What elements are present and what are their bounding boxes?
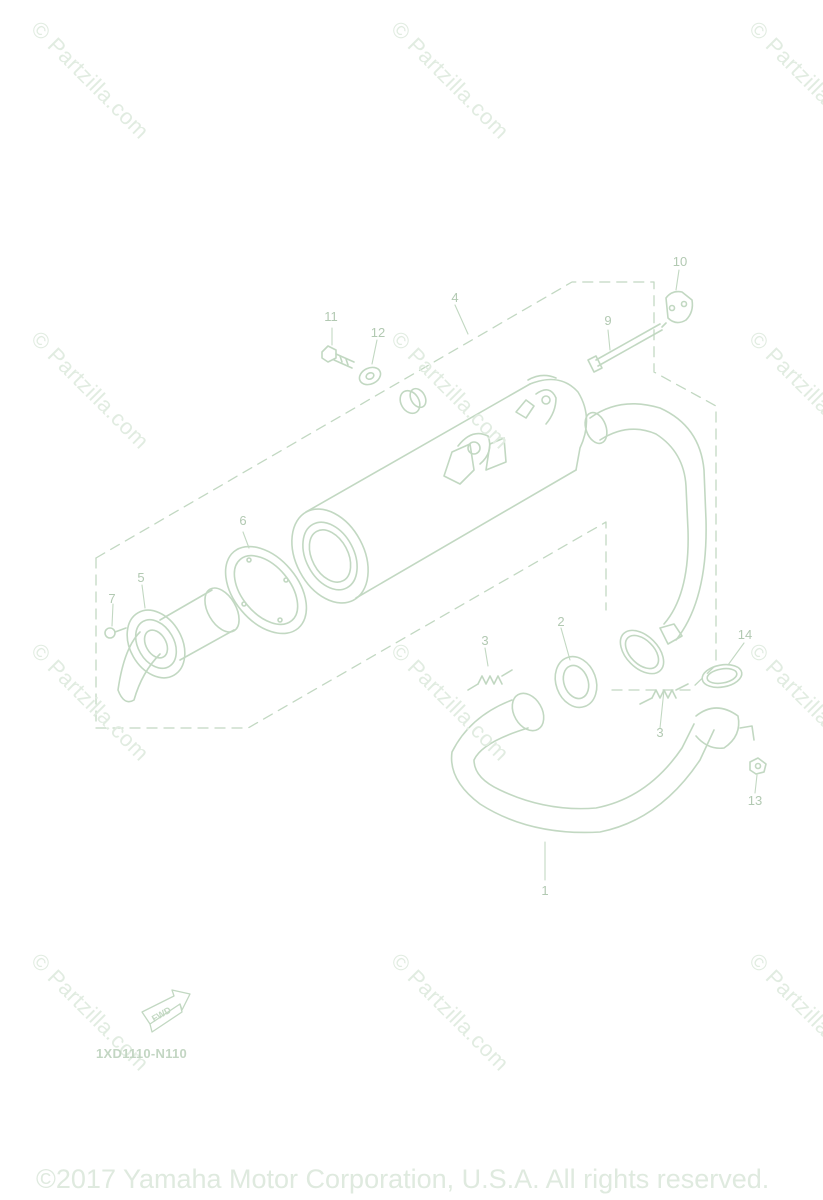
callout-12: 12 <box>370 325 386 340</box>
part-6-gasket <box>224 545 308 635</box>
mid-pipe <box>584 402 707 675</box>
callout-7: 7 <box>108 591 116 606</box>
copyright-notice: ©2017 Yamaha Motor Corporation, U.S.A. A… <box>36 1164 770 1194</box>
callout-2: 2 <box>557 614 565 629</box>
grommet <box>399 387 427 415</box>
callout-13: 13 <box>747 793 763 808</box>
diagram-code: 1XD1110-N110 <box>96 1046 188 1061</box>
part-11-bolt <box>321 345 355 369</box>
part-1-exhaust-pipe <box>450 692 755 834</box>
part-5-tailpipe <box>117 587 240 703</box>
callout-14: 14 <box>737 627 753 642</box>
callout-9: 9 <box>604 313 612 328</box>
callout-4: 4 <box>451 290 459 305</box>
leader-lines <box>111 269 758 881</box>
callout-5: 5 <box>137 570 145 585</box>
part-9-collar <box>587 322 667 373</box>
part-10-damper <box>665 290 694 324</box>
callout-3: 3 <box>481 633 489 648</box>
muffler-assembly-outline <box>95 281 717 729</box>
part-3-spring-left <box>467 669 513 691</box>
part-12-washer <box>358 366 382 386</box>
callout-3: 3 <box>656 725 664 740</box>
callout-10: 10 <box>672 254 688 269</box>
part-13-nut <box>749 757 767 775</box>
part-2-gasket <box>554 655 598 709</box>
callout-11: 11 <box>324 309 338 324</box>
callout-6: 6 <box>239 513 247 528</box>
muffler-body <box>291 374 588 604</box>
part-14-ring <box>701 663 743 689</box>
callout-1: 1 <box>541 883 549 898</box>
part-7-screw <box>104 627 127 639</box>
fwd-arrow <box>141 989 191 1033</box>
part-3-spring-right <box>639 683 689 705</box>
